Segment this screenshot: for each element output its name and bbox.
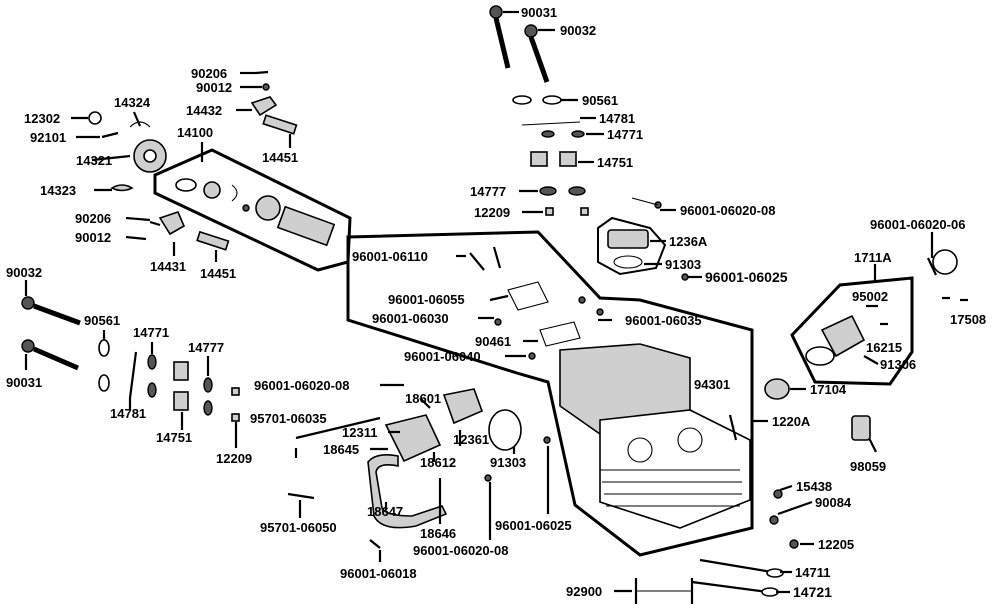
part-label-92101: 92101 xyxy=(30,130,66,145)
part-label-16215: 16215 xyxy=(866,340,902,355)
leader-lines xyxy=(24,10,968,594)
part-label-14321: 14321 xyxy=(76,153,112,168)
spring-retainers-top xyxy=(539,186,586,196)
part-label-17508: 17508 xyxy=(950,312,986,327)
left-stud-bolts xyxy=(21,296,81,371)
part-label-14781-left: 14781 xyxy=(110,406,146,421)
camshaft-parts xyxy=(175,178,336,247)
part-label-14100: 14100 xyxy=(177,125,213,140)
part-label-90206-top: 90206 xyxy=(191,66,227,81)
part-label-14781-top: 14781 xyxy=(599,111,635,126)
cylinder-head-assembly-outline xyxy=(346,230,754,557)
part-label-12209-left: 12209 xyxy=(216,451,252,466)
part-label-14751-top: 14751 xyxy=(597,155,633,170)
part-label-90031-top: 90031 xyxy=(521,5,557,20)
part-label-18646: 18646 xyxy=(420,526,456,541)
part-label-18645: 18645 xyxy=(323,442,359,457)
valve-springs-top xyxy=(530,151,577,167)
part-label-96001-06040: 96001-06040 xyxy=(404,349,481,364)
part-label-90012-mid: 90012 xyxy=(75,230,111,245)
part-label-14431: 14431 xyxy=(150,259,186,274)
part-label-15438: 15438 xyxy=(796,479,832,494)
part-label-12205: 12205 xyxy=(818,537,854,552)
part-label-14771-top: 14771 xyxy=(607,127,643,142)
part-label-1220A: 1220A xyxy=(772,414,811,429)
cam-sprocket xyxy=(133,139,167,173)
part-label-98059: 98059 xyxy=(850,459,886,474)
part-label-14721: 14721 xyxy=(793,584,832,600)
part-label-1236A: 1236A xyxy=(669,234,708,249)
part-label-90012-top: 90012 xyxy=(196,80,232,95)
part-label-1711A: 1711A xyxy=(854,250,892,265)
part-label-95002: 95002 xyxy=(852,289,888,304)
part-label-95701-06050: 95701-06050 xyxy=(260,520,337,535)
part-label-96001-06020-08-bot: 96001-06020-08 xyxy=(413,543,508,558)
camshaft-assembly-outline xyxy=(153,148,352,272)
part-label-14451-mid: 14451 xyxy=(200,266,236,281)
part-label-90461: 90461 xyxy=(475,334,511,349)
water-hose xyxy=(367,454,448,529)
part-label-18647: 18647 xyxy=(367,504,403,519)
part-label-14751-left: 14751 xyxy=(156,430,192,445)
part-label-90561-top: 90561 xyxy=(582,93,618,108)
valve-seals-top xyxy=(521,121,585,138)
exhaust-stud xyxy=(851,415,871,441)
washers-top xyxy=(512,95,562,105)
part-label-90031-left: 90031 xyxy=(6,375,42,390)
dowel-pins-bottom xyxy=(634,578,694,604)
part-label-14777-top: 14777 xyxy=(470,184,506,199)
part-label-92900: 92900 xyxy=(566,584,602,599)
part-label-12361: 12361 xyxy=(453,432,489,447)
part-label-95701-06035: 95701-06035 xyxy=(250,411,327,426)
intake-manifold-outline xyxy=(790,276,914,386)
part-label-17104: 17104 xyxy=(810,382,847,397)
part-label-96001-06055: 96001-06055 xyxy=(388,292,465,307)
part-label-14451-top: 14451 xyxy=(262,150,298,165)
part-label-14323: 14323 xyxy=(40,183,76,198)
rear-cover-outline xyxy=(597,216,667,276)
part-label-12209-top: 12209 xyxy=(474,205,510,220)
sprocket-pins-washers xyxy=(88,111,151,192)
cylinder-head-block xyxy=(559,343,751,529)
part-label-96001-06018: 96001-06018 xyxy=(340,566,417,581)
part-label-91303-top: 91303 xyxy=(665,257,701,272)
left-valve-parts xyxy=(98,339,240,422)
rear-cover-part xyxy=(607,197,689,281)
head-bolts xyxy=(469,246,738,441)
part-label-18612: 18612 xyxy=(420,455,456,470)
thermostat-housing xyxy=(384,388,522,463)
part-label-14432: 14432 xyxy=(186,103,222,118)
rocker-arms xyxy=(149,70,298,251)
small-bolts-lower-left xyxy=(287,383,551,549)
intake-manifold-parts xyxy=(764,249,958,400)
part-label-90206-mid: 90206 xyxy=(75,211,111,226)
part-label-14771-left: 14771 xyxy=(133,325,169,340)
part-label-96001-06110: 96001-06110 xyxy=(352,249,428,264)
part-label-12302: 12302 xyxy=(24,111,60,126)
valves-bottom-right xyxy=(691,489,799,597)
part-labels: 90031 90032 90561 14781 14771 14751 1477… xyxy=(6,5,986,600)
part-label-18601: 18601 xyxy=(405,391,441,406)
part-label-96001-06035: 96001-06035 xyxy=(625,313,702,328)
part-label-96001-06030: 96001-06030 xyxy=(372,311,449,326)
valve-keepers-top xyxy=(545,207,589,216)
part-label-96001-06020-08-mid: 96001-06020-08 xyxy=(254,378,349,393)
part-label-90561-left: 90561 xyxy=(84,313,120,328)
part-label-14324: 14324 xyxy=(114,95,151,110)
part-label-12311: 12311 xyxy=(342,425,377,440)
long-stud-bolts-top xyxy=(489,5,550,83)
part-label-96001-06025-top: 96001-06025 xyxy=(705,269,788,285)
part-label-91303-mid: 91303 xyxy=(490,455,526,470)
part-label-91306: 91306 xyxy=(880,357,916,372)
part-label-94301: 94301 xyxy=(694,377,730,392)
part-label-90032-top: 90032 xyxy=(560,23,596,38)
part-label-90032-left: 90032 xyxy=(6,265,42,280)
part-label-96001-06020-06: 96001-06020-06 xyxy=(870,217,965,232)
part-label-14777-left: 14777 xyxy=(188,340,224,355)
part-label-90084: 90084 xyxy=(815,495,852,510)
part-label-14711: 14711 xyxy=(795,565,830,580)
part-label-96001-06025-mid: 96001-06025 xyxy=(495,518,572,533)
part-label-96001-06020-08-top: 96001-06020-08 xyxy=(680,203,775,218)
